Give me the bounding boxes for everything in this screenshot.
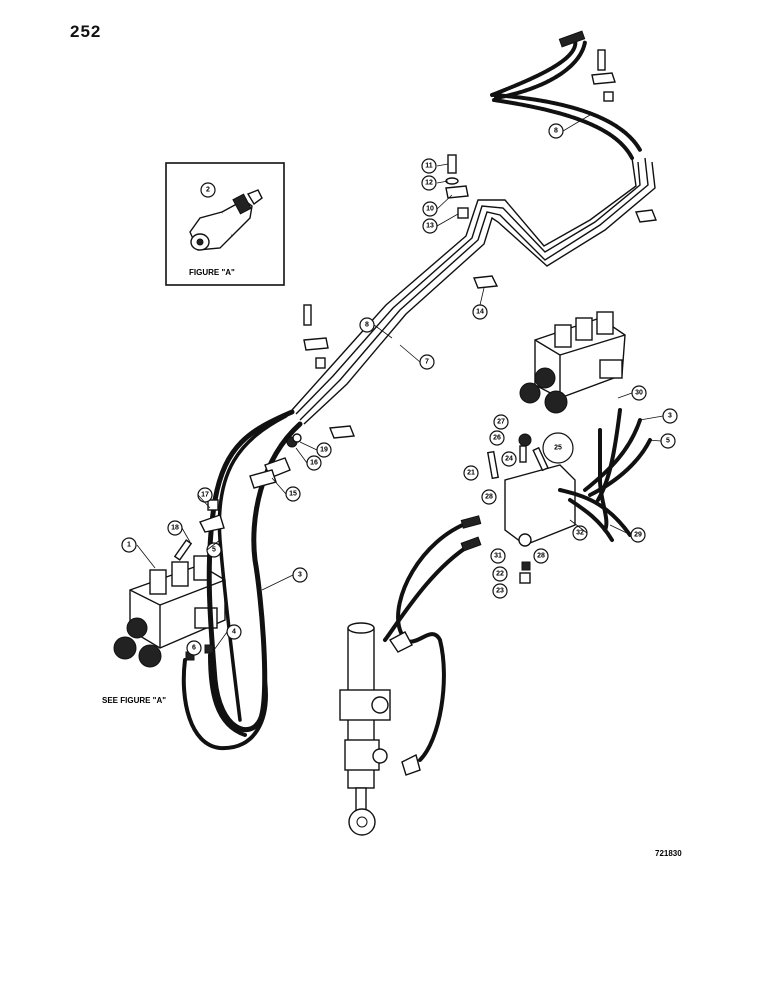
- svg-text:10: 10: [426, 206, 434, 213]
- callout-15: 15: [285, 486, 301, 502]
- bolt-stack-11-13: [445, 154, 469, 219]
- svg-text:1: 1: [127, 542, 131, 549]
- callout-3b: 3: [662, 408, 678, 424]
- svg-text:16: 16: [310, 460, 318, 467]
- hoses-right: [558, 408, 652, 542]
- callout-16: 16: [306, 455, 322, 471]
- svg-text:14: 14: [476, 309, 484, 316]
- steel-tubes: [291, 157, 656, 425]
- svg-text:3: 3: [668, 413, 672, 420]
- callout-23: 23: [492, 583, 508, 599]
- callout-18: 18: [167, 520, 183, 536]
- callout-8b: 8: [548, 123, 564, 139]
- tube-clamp-14: [473, 275, 499, 289]
- figure-a-caption: FIGURE "A": [189, 268, 235, 277]
- page-number: 252: [70, 22, 102, 41]
- hoses-left: [181, 409, 303, 751]
- control-valve-right: [519, 311, 626, 414]
- callout-5b: 5: [660, 433, 676, 449]
- svg-text:23: 23: [496, 588, 504, 595]
- svg-text:6: 6: [192, 645, 196, 652]
- svg-text:28: 28: [537, 553, 545, 560]
- tube-clamp-mid: [329, 425, 355, 439]
- callout-22: 22: [492, 566, 508, 582]
- svg-text:21: 21: [467, 470, 475, 477]
- callout-6: 6: [186, 640, 202, 656]
- bolt-stack-top-right: [591, 49, 616, 102]
- svg-text:3: 3: [298, 572, 302, 579]
- svg-text:29: 29: [634, 532, 642, 539]
- hoses-to-cylinder: [383, 515, 482, 762]
- callout-29: 29: [630, 527, 646, 543]
- see-figure-a-note: SEE FIGURE "A": [102, 696, 166, 705]
- svg-text:17: 17: [201, 492, 209, 499]
- svg-text:31: 31: [494, 553, 502, 560]
- callout-10: 10: [422, 201, 438, 217]
- svg-text:30: 30: [635, 390, 643, 397]
- bolt-stack-left: [303, 304, 329, 369]
- svg-text:22: 22: [496, 571, 504, 578]
- callout-30: 30: [631, 385, 647, 401]
- svg-text:5: 5: [666, 438, 670, 445]
- callout-3: 3: [292, 567, 308, 583]
- callout-19: 19: [316, 442, 332, 458]
- callout-2: 2: [200, 182, 216, 198]
- svg-text:18: 18: [171, 525, 179, 532]
- svg-text:27: 27: [497, 419, 505, 426]
- callout-4: 4: [226, 624, 242, 640]
- svg-text:13: 13: [426, 223, 434, 230]
- svg-text:15: 15: [289, 491, 297, 498]
- hydraulic-cylinder: [339, 622, 421, 836]
- svg-text:19: 19: [320, 447, 328, 454]
- callout-12: 12: [421, 175, 437, 191]
- svg-text:24: 24: [505, 456, 513, 463]
- callout-31: 31: [490, 548, 506, 564]
- svg-text:8: 8: [554, 128, 558, 135]
- svg-text:4: 4: [232, 629, 236, 636]
- svg-text:28: 28: [485, 494, 493, 501]
- svg-text:26: 26: [493, 435, 501, 442]
- callout-7: 7: [419, 354, 435, 370]
- valve-block-28: [486, 433, 576, 584]
- callout-11: 11: [421, 158, 437, 174]
- hose-bundle-top: [490, 30, 642, 160]
- svg-text:12: 12: [425, 180, 433, 187]
- callout-8: 8: [359, 317, 375, 333]
- svg-text:8: 8: [365, 322, 369, 329]
- callout-17: 17: [197, 487, 213, 503]
- svg-text:7: 7: [425, 359, 429, 366]
- callout-26: 26: [489, 430, 505, 446]
- callout-14: 14: [472, 304, 488, 320]
- figure-a-inset: FIGURE "A": [165, 162, 285, 286]
- leader-lines: [136, 114, 664, 651]
- svg-text:11: 11: [425, 163, 433, 170]
- svg-text:2: 2: [206, 187, 210, 194]
- svg-text:5: 5: [212, 547, 216, 554]
- callout-13: 13: [422, 218, 438, 234]
- callout-28b: 28: [533, 548, 549, 564]
- callout-27: 27: [493, 414, 509, 430]
- relief-valve-cartridge: [189, 189, 263, 251]
- svg-text:25: 25: [554, 445, 562, 452]
- callout-21: 21: [463, 465, 479, 481]
- callout-24: 24: [501, 451, 517, 467]
- drawing-number: 721830: [655, 849, 682, 858]
- callout-1: 1: [121, 537, 137, 553]
- callout-28: 28: [481, 489, 497, 505]
- svg-text:32: 32: [576, 530, 584, 537]
- tube-clamp-right: [635, 209, 657, 223]
- callout-25: 25: [542, 432, 574, 464]
